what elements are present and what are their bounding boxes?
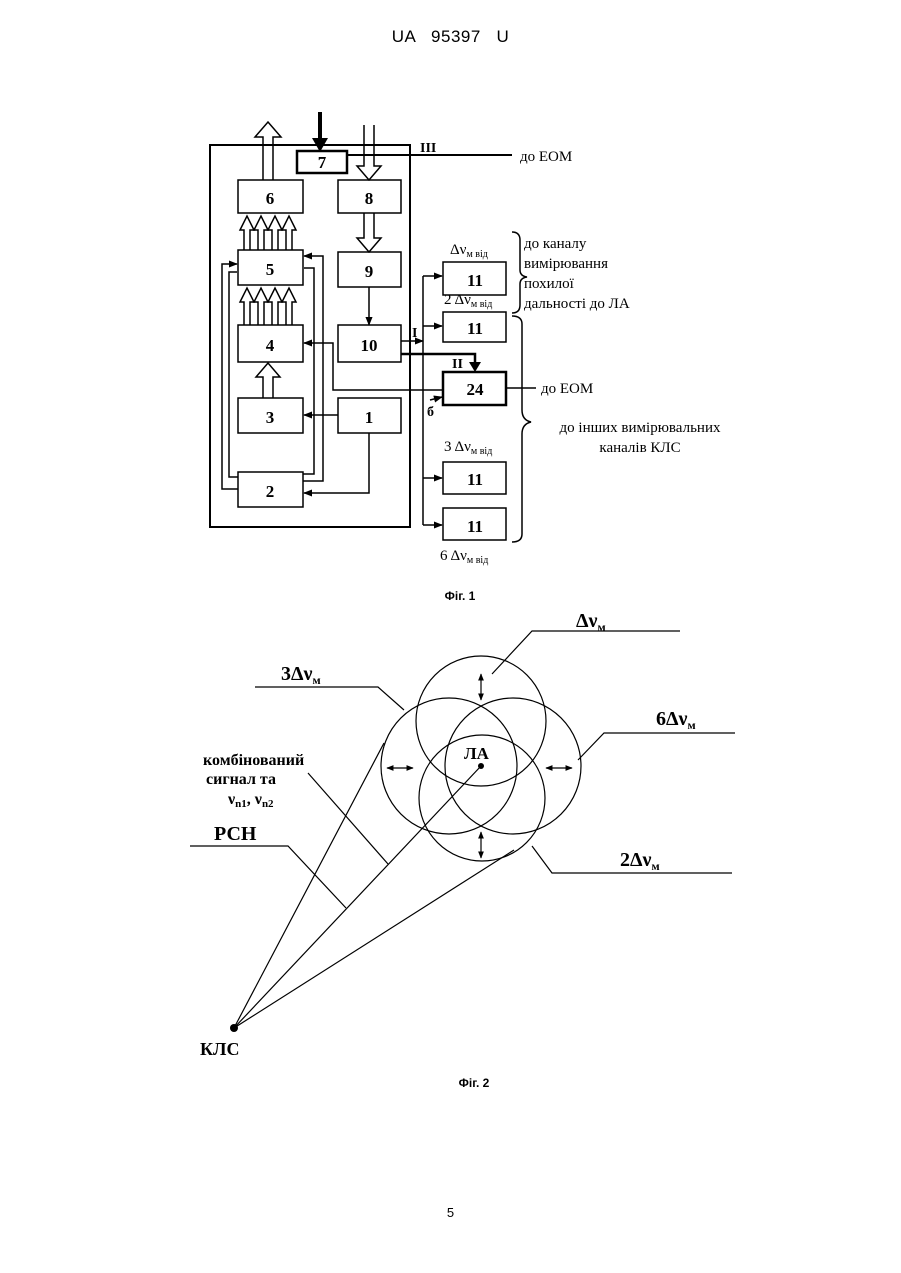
- label-11-a: 11: [467, 271, 483, 290]
- label-8: 8: [365, 189, 374, 208]
- bus-arrow-5-6-d: [282, 216, 296, 250]
- bus-arrow-4-5-c: [268, 288, 282, 325]
- output-hollow-arrow: [255, 122, 281, 180]
- combined-line-3: νn1, νn2: [227, 791, 274, 810]
- combined-line-2: сигнал та: [206, 771, 276, 788]
- circle-right: [445, 698, 581, 834]
- label-d2: 2Δνм: [620, 849, 660, 873]
- figure-1-block-diagram: [210, 112, 536, 542]
- label-5: 5: [266, 260, 275, 279]
- feedback-inner: [303, 268, 314, 474]
- leader-d6: [578, 733, 735, 760]
- bus-arrow-5-6-a: [240, 216, 254, 250]
- label-2: 2: [266, 482, 275, 501]
- bus-arrow-5-6-b: [254, 216, 268, 250]
- roman-III: III: [420, 141, 436, 156]
- label-la: ЛА: [464, 744, 490, 763]
- feedback-2-5-right: [303, 256, 323, 481]
- bus-arrow-4-5-d: [282, 288, 296, 325]
- label-4: 4: [266, 336, 275, 355]
- dnu-label-1: Δνм від: [450, 242, 488, 260]
- to-eom-top: до ЕОМ: [520, 149, 572, 165]
- label-11-b: 11: [467, 319, 483, 338]
- feedback-2-5-left: [222, 264, 238, 489]
- label-d6: 6Δνм: [656, 708, 696, 732]
- label-d1: Δνм: [576, 610, 606, 634]
- leader-d1: [492, 631, 680, 674]
- beam-3: [234, 850, 514, 1028]
- combined-line-1: комбінований: [203, 752, 304, 769]
- label-7: 7: [318, 153, 327, 172]
- feedback-inner-left: [229, 272, 238, 477]
- label-24: 24: [467, 380, 485, 399]
- label-6: 6: [266, 189, 275, 208]
- figure-2-caption: Фіг. 2: [459, 1076, 490, 1090]
- leader-d3: [255, 687, 404, 710]
- label-9: 9: [365, 262, 374, 281]
- figure-2-diagram: [190, 631, 735, 1028]
- to-channel-line-3: похилої: [524, 276, 575, 292]
- hollow-arrow-3-4: [256, 363, 280, 398]
- circle-left: [381, 698, 517, 834]
- enclosure-frame: [210, 145, 410, 527]
- label-11-c: 11: [467, 470, 483, 489]
- bus-arrow-4-5-a: [240, 288, 254, 325]
- to-eom-24: до ЕОМ: [541, 381, 593, 397]
- to-other-line-2: каналів КЛС: [599, 440, 680, 456]
- page-number: 5: [0, 1205, 901, 1220]
- roman-I: I: [412, 326, 417, 341]
- label-10: 10: [361, 336, 378, 355]
- to-channel-line-1: до каналу: [524, 236, 587, 252]
- klc-point: [230, 1024, 238, 1032]
- label-1: 1: [365, 408, 374, 427]
- label-klc: КЛС: [200, 1039, 239, 1059]
- la-point: [478, 763, 484, 769]
- bus-arrow-5-6-c: [268, 216, 282, 250]
- dnu-label-6: 6 Δνм від: [440, 548, 488, 566]
- arrowhead-10-24: [469, 362, 481, 372]
- label-b: б: [427, 405, 434, 420]
- hollow-arrow-8-9: [357, 213, 381, 252]
- brace-bottom: [512, 316, 531, 542]
- label-rsn: РСН: [214, 823, 257, 845]
- to-other-line-1: до інших вимірювальних: [560, 420, 721, 436]
- input-hollow-arrow: [357, 125, 381, 180]
- figure-2-labels: Δνм 3Δνм 6Δνм 2Δνм ЛА комбінований сигна…: [200, 610, 696, 1090]
- to-channel-line-4: дальності до ЛА: [524, 296, 630, 312]
- bus-arrow-4-5-b: [254, 288, 268, 325]
- line-10-24: [401, 354, 475, 364]
- leader-combined: [308, 773, 388, 864]
- to-channel-line-2: вимірювання: [524, 256, 608, 272]
- label-3: 3: [266, 408, 275, 427]
- label-d3: 3Δνм: [281, 663, 321, 687]
- roman-II: II: [452, 357, 463, 372]
- dnu-label-3: 3 Δνм від: [444, 439, 492, 457]
- leader-rsn: [190, 846, 346, 908]
- label-11-d: 11: [467, 517, 483, 536]
- arrow-b-24: [430, 397, 442, 400]
- figure-1-caption: Фіг. 1: [445, 589, 476, 603]
